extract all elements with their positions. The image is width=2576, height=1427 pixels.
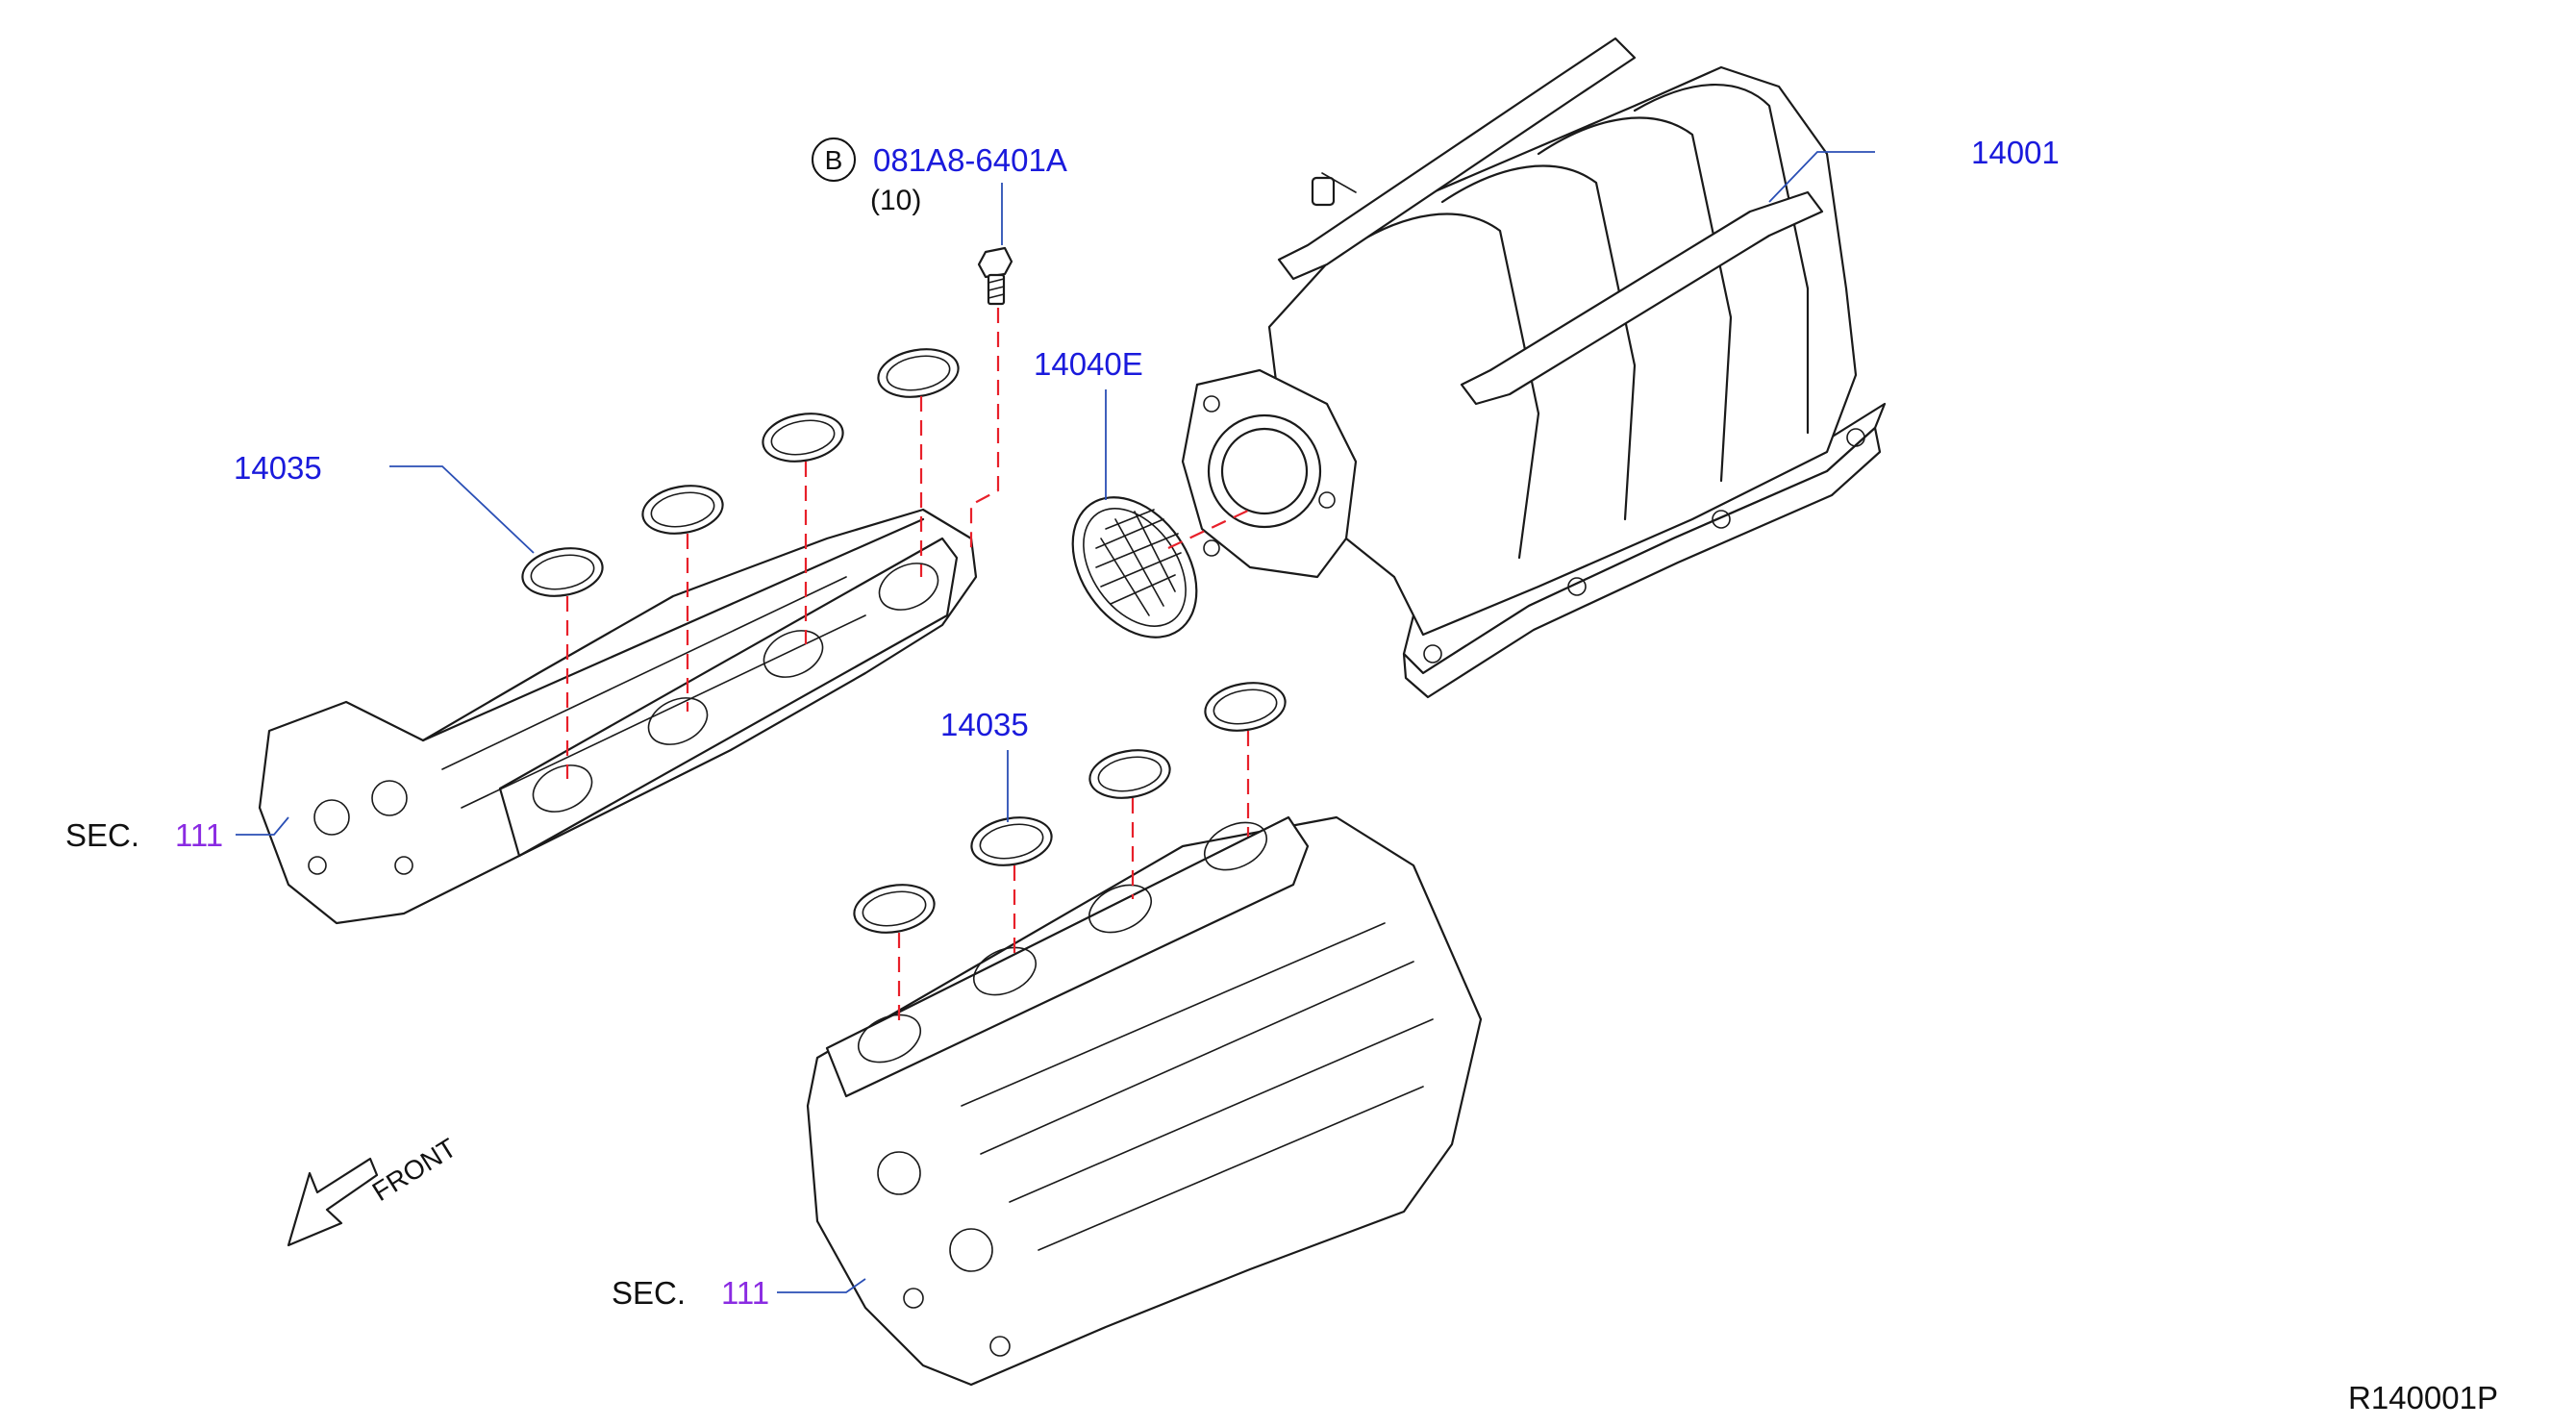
intake-manifold-part-number[interactable]: 14001 xyxy=(1971,135,2060,170)
intake-manifold-illustration xyxy=(1181,37,1887,699)
intake-gasket-set-upper xyxy=(521,348,960,597)
intake-gasket-set-lower xyxy=(853,682,1287,934)
section-reference-upper: SEC. 111 xyxy=(65,817,223,853)
right-cylinder-head-illustration xyxy=(806,815,1483,1387)
throttle-gasket-part-number[interactable]: 14040E xyxy=(1034,346,1143,382)
gasket-upper-part-number[interactable]: 14035 xyxy=(234,450,322,486)
left-cylinder-head-illustration xyxy=(258,508,978,925)
bolt-callout: B 081A8-6401A (10) xyxy=(812,138,1067,216)
bolt-illustration xyxy=(977,246,1013,306)
bolt-quantity: (10) xyxy=(870,185,921,216)
diagram-code: R140001P xyxy=(2348,1380,2498,1415)
front-arrow-icon xyxy=(287,1157,379,1247)
gasket-lower-part-number[interactable]: 14035 xyxy=(940,707,1029,742)
sec-label-upper: SEC. xyxy=(65,817,139,853)
section-reference-lower: SEC. 111 xyxy=(612,1275,769,1311)
bolt-type-circle-icon xyxy=(812,138,856,182)
sec-number-lower[interactable]: 111 xyxy=(721,1275,769,1311)
bolt-type-letter: B xyxy=(825,145,843,175)
bolt-part-number[interactable]: 081A8-6401A xyxy=(873,142,1067,178)
sec-label-lower: SEC. xyxy=(612,1275,686,1311)
front-label: FRONT xyxy=(367,1133,462,1207)
alignment-lines xyxy=(565,308,1251,1029)
throttle-body-gasket-illustration xyxy=(1071,496,1198,638)
sec-number-upper[interactable]: 111 xyxy=(175,817,223,853)
leader-lines xyxy=(236,151,1875,1293)
